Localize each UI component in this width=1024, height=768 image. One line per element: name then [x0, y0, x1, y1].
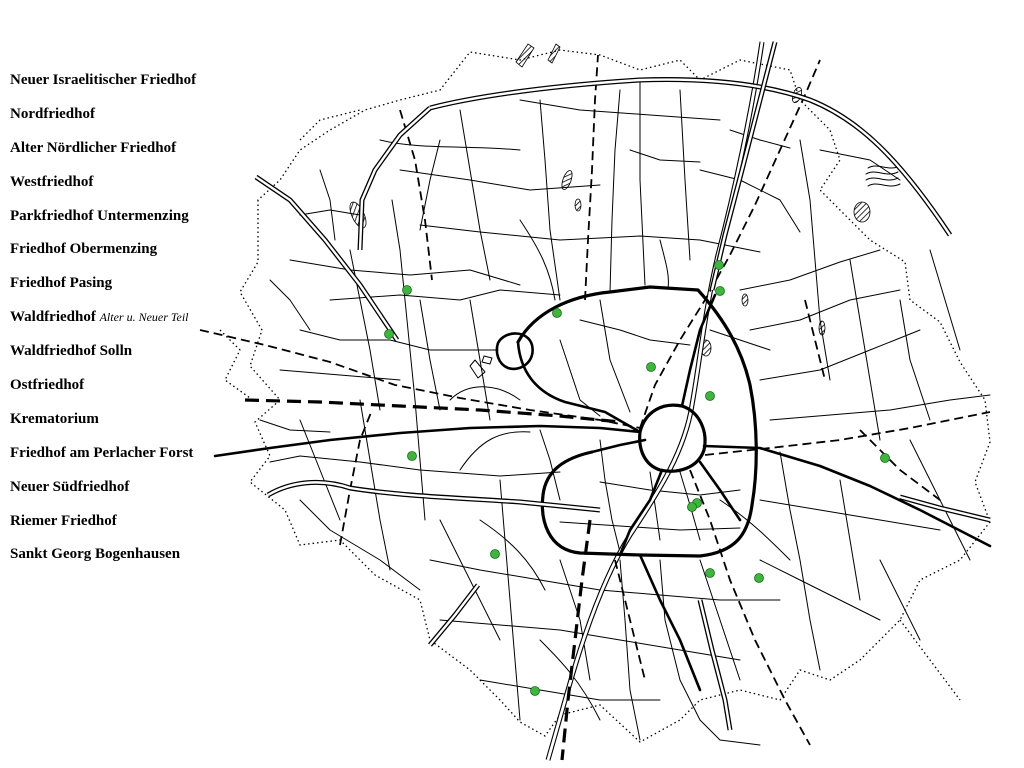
city-boundary [219, 49, 991, 743]
label-waldfriedhof: Waldfriedhof Alter u. Neuer Teil [10, 309, 196, 326]
river-isar [548, 42, 762, 760]
motorways [256, 42, 990, 730]
cemetery-marker [705, 568, 715, 578]
label-riemer-friedhof: Riemer Friedhof [10, 512, 117, 529]
cemetery-marker [490, 549, 500, 559]
label-friedhof-pasing: Friedhof Pasing [10, 275, 113, 292]
cemetery-marker [880, 453, 890, 463]
cemetery-marker [705, 391, 715, 401]
major-roads [213, 285, 992, 692]
cemetery-marker [530, 686, 540, 696]
label-neuer-israelitischer-friedhof: Neuer Israelitischer Friedhof [10, 72, 197, 88]
cemetery-markers [384, 260, 890, 696]
cemetery-marker [646, 362, 656, 372]
label-nordfriedhof: Nordfriedhof [10, 105, 95, 122]
cemetery-marker [552, 308, 562, 318]
label-waldfriedhof-name: Waldfriedhof [10, 309, 96, 326]
label-sankt-georg-bogenhausen: Sankt Georg Bogenhausen [10, 546, 181, 563]
cemetery-marker [714, 260, 724, 270]
label-westfriedhof: Westfriedhof [10, 173, 94, 190]
cemetery-marker [384, 329, 394, 339]
railways [199, 54, 991, 761]
cemetery-marker [687, 502, 697, 512]
label-parkfriedhof-untermenzing: Parkfriedhof Untermenzing [10, 207, 189, 224]
label-neuer-suedfriedhof: Neuer Südfriedhof [10, 478, 130, 495]
label-alter-noerdlicher-friedhof: Alter Nördlicher Friedhof [10, 139, 177, 156]
label-ostfriedhof: Ostfriedhof [10, 377, 85, 394]
label-friedhof-am-perlacher-forst: Friedhof am Perlacher Forst [10, 444, 194, 461]
park-areas [349, 43, 901, 357]
label-waldfriedhof-note: Alter u. Neuer Teil [99, 310, 189, 325]
cemetery-marker [754, 573, 764, 583]
cemetery-legend: Neuer Israelitischer Friedhof Nordfriedh… [10, 72, 196, 563]
label-friedhof-obermenzing: Friedhof Obermenzing [10, 241, 158, 258]
cemetery-marker [407, 451, 417, 461]
label-waldfriedhof-solln: Waldfriedhof Solln [10, 343, 133, 360]
cemetery-marker [402, 285, 412, 295]
label-krematorium: Krematorium [10, 410, 99, 427]
cemetery-marker [715, 286, 725, 296]
